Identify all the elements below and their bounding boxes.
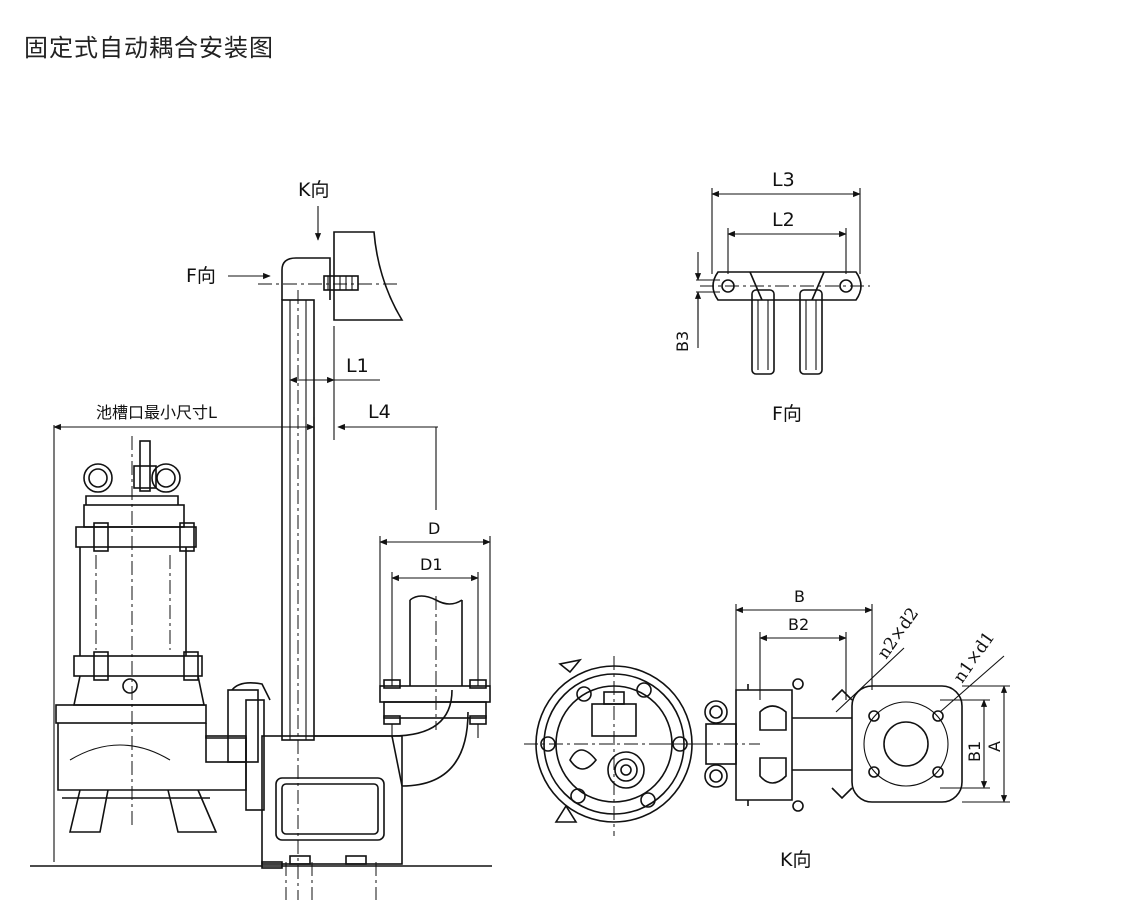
- n1-d1-label: n1×d1: [950, 628, 999, 687]
- k-view: B B2 n2×d2 n1×d1 B1 A K向: [524, 587, 1010, 871]
- l2-label: L2: [772, 209, 795, 231]
- side-elevation: 池槽口最小尺寸L: [30, 179, 492, 900]
- upper-bracket: K向 F向: [186, 179, 404, 321]
- discharge-elbow: [314, 595, 491, 787]
- page-title: 固定式自动耦合安装图: [24, 34, 274, 62]
- d-label: D: [428, 519, 440, 538]
- b3-label: B3: [673, 331, 692, 352]
- b-label: B: [794, 587, 805, 606]
- l3-label: L3: [772, 169, 795, 191]
- n2-d2-label: n2×d2: [874, 604, 923, 663]
- k-view-label: K向: [780, 849, 811, 871]
- f-direction-label: F向: [186, 265, 216, 287]
- d1-label: D1: [420, 555, 443, 574]
- pump-motor: [55, 436, 247, 833]
- l4-label: L4: [368, 401, 391, 423]
- pit-min-size-label: 池槽口最小尺寸L: [96, 403, 217, 422]
- a-label: A: [985, 741, 1004, 752]
- b1-label: B1: [965, 741, 984, 762]
- guide-rail: [258, 257, 400, 900]
- k-direction-label: K向: [298, 179, 329, 201]
- coupling-seat: [227, 682, 403, 900]
- b2-label: B2: [788, 615, 809, 634]
- f-view-label: F向: [772, 403, 802, 425]
- f-view: L3 L2 B3 F向: [673, 169, 870, 425]
- l1-label: L1: [346, 355, 369, 377]
